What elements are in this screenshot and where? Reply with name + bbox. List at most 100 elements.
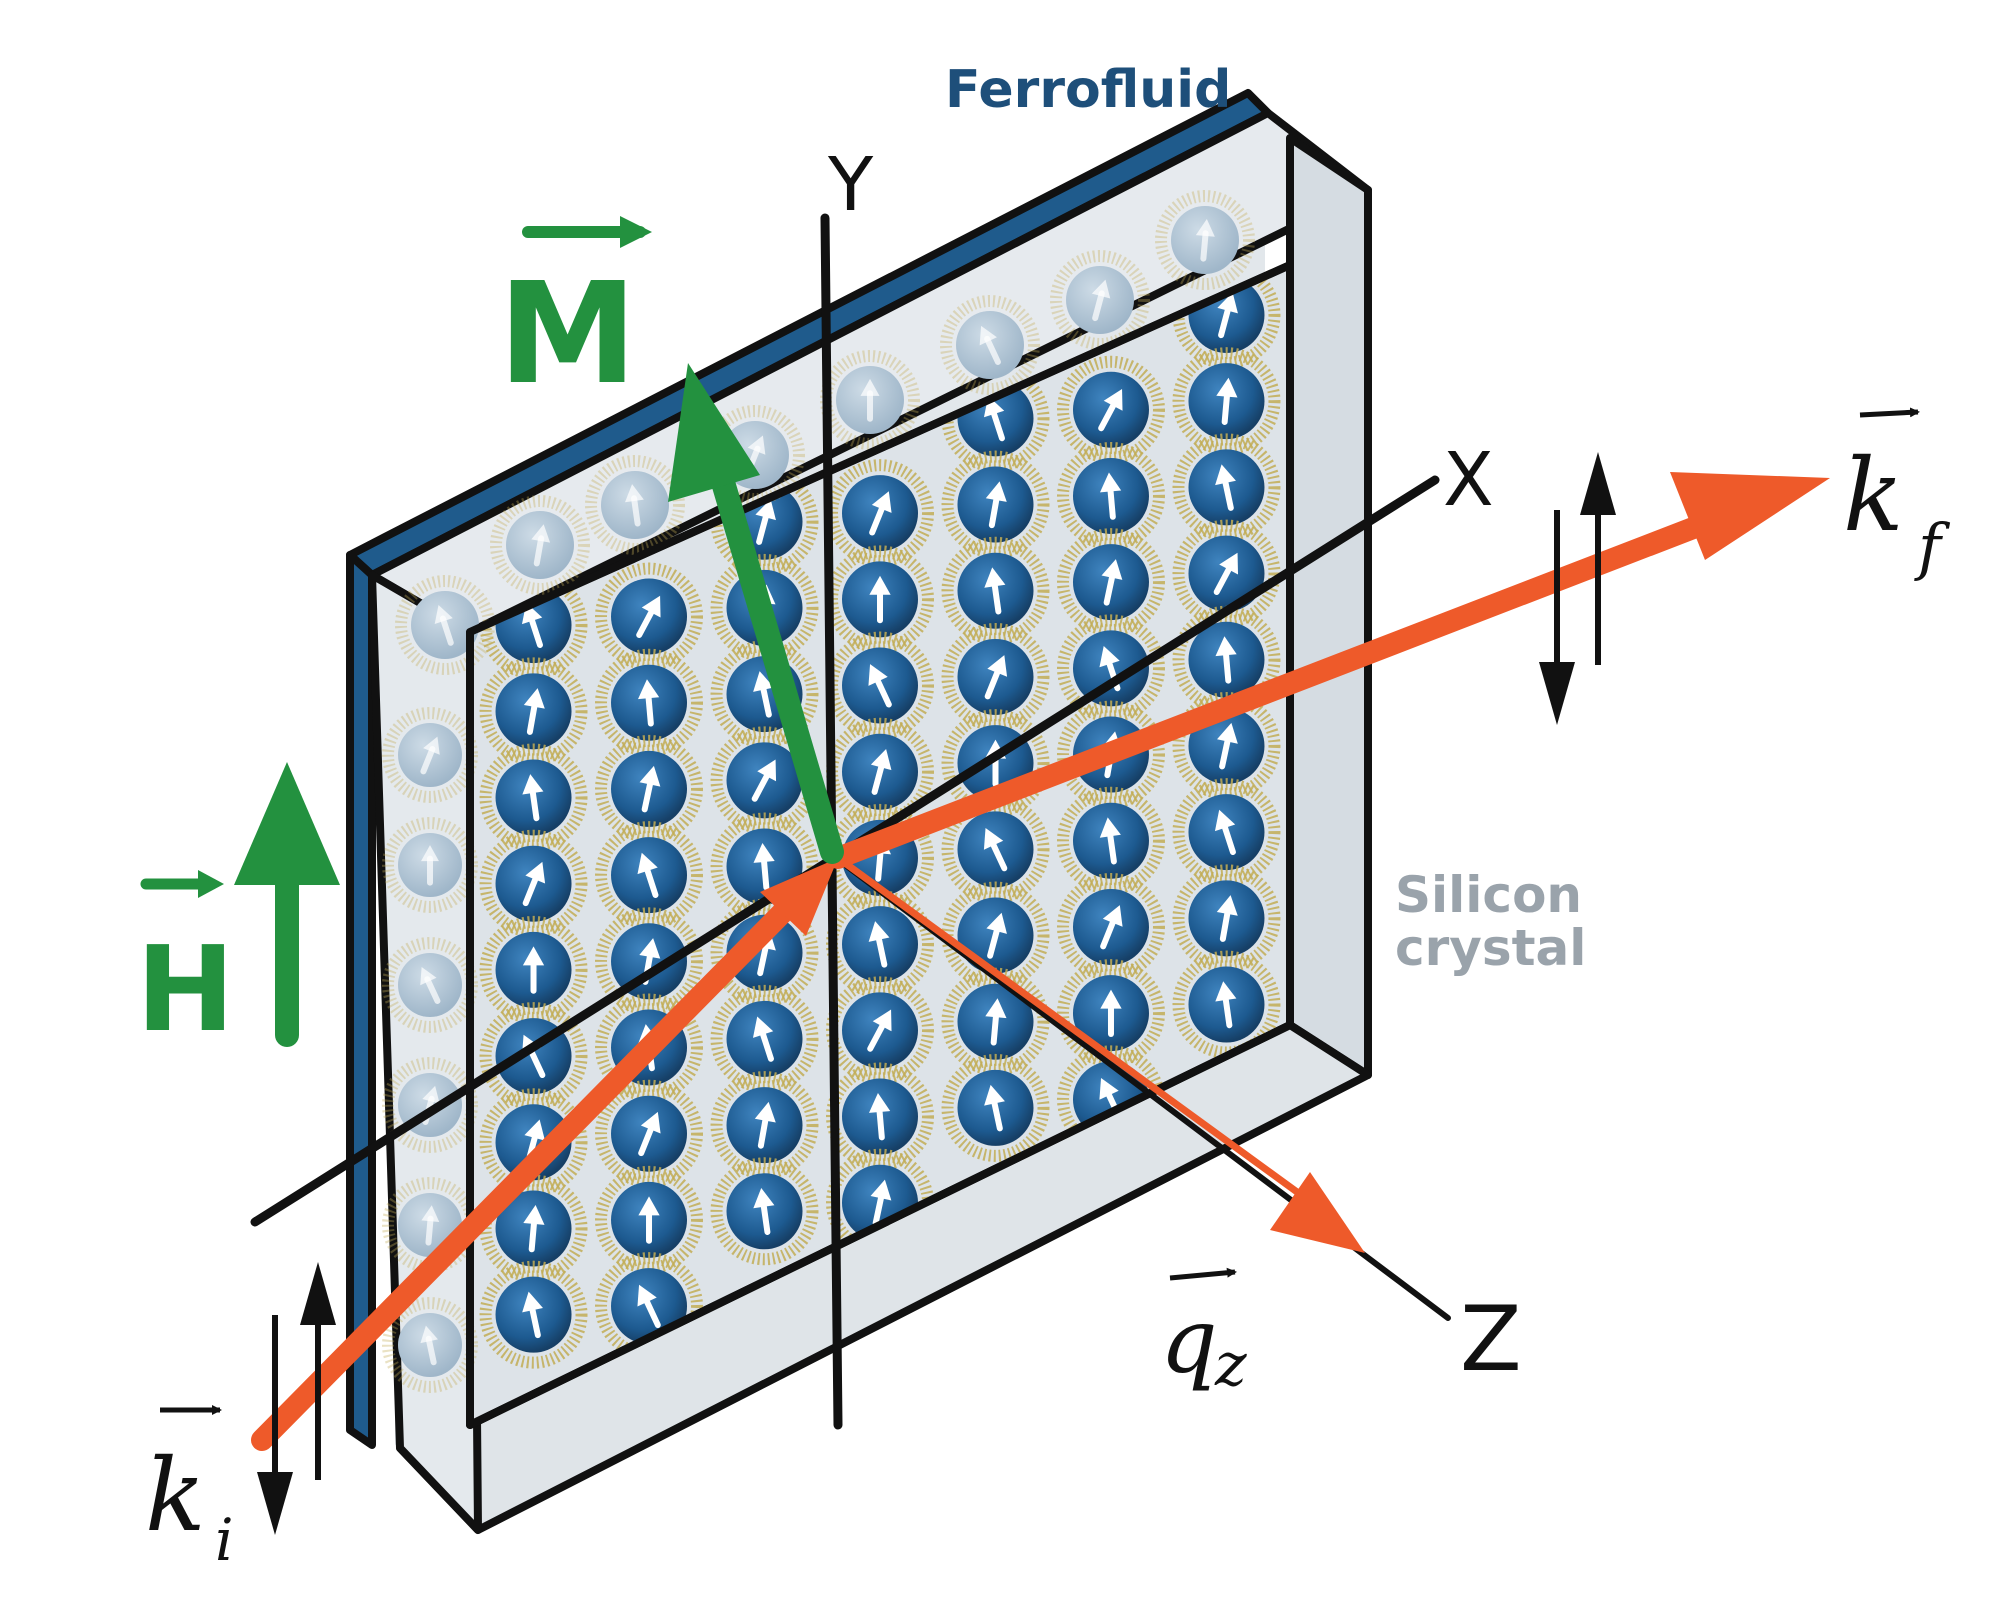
moment-arrow-icon bbox=[638, 679, 660, 727]
nanoparticle bbox=[1172, 864, 1281, 973]
moment-arrow-icon bbox=[985, 998, 1007, 1046]
nanoparticle bbox=[1172, 778, 1281, 887]
moment-arrow-icon bbox=[1216, 895, 1238, 942]
moment-arrow-icon bbox=[1101, 559, 1123, 606]
moment-arrow-icon bbox=[637, 1284, 661, 1329]
moment-arrow-icon bbox=[420, 736, 440, 775]
moment-arrow-icon bbox=[522, 1291, 543, 1339]
nanoparticle bbox=[1056, 441, 1165, 550]
moment-arrow-icon bbox=[1217, 722, 1238, 770]
nanoparticle bbox=[941, 622, 1050, 731]
moment-arrow-icon bbox=[636, 595, 661, 638]
silicon-label-line2: crystal bbox=[1395, 919, 1586, 977]
field-vector bbox=[234, 762, 340, 1047]
moment-arrow-icon bbox=[870, 1179, 892, 1227]
moment-arrow-icon bbox=[434, 604, 454, 646]
magnetization-vector bbox=[668, 363, 844, 864]
nanoparticle bbox=[1172, 519, 1281, 628]
moment-arrow-icon bbox=[522, 774, 544, 822]
moment-arrow-icon bbox=[984, 567, 1006, 615]
moment-arrow-icon bbox=[638, 1196, 660, 1244]
nanoparticle bbox=[479, 829, 588, 938]
nanoparticle bbox=[595, 1079, 704, 1188]
moment-arrow-icon bbox=[1100, 905, 1123, 950]
moment-arrow-icon bbox=[1099, 472, 1122, 520]
nanoparticle bbox=[1056, 786, 1165, 895]
silicon-label-line1: Silicon bbox=[1395, 866, 1582, 924]
nanoparticle-faded bbox=[1155, 190, 1255, 290]
moment-arrow-icon bbox=[752, 1016, 774, 1062]
nanoparticle bbox=[479, 1260, 588, 1369]
moment-arrow-icon bbox=[1215, 981, 1237, 1029]
moment-arrow-icon bbox=[1216, 377, 1238, 425]
spin-up-icon bbox=[1580, 452, 1616, 665]
nanoparticle bbox=[595, 1165, 704, 1274]
moment-arrow-icon bbox=[869, 575, 891, 624]
moment-arrow-icon bbox=[638, 1111, 661, 1157]
moment-arrow-icon bbox=[867, 1009, 892, 1052]
nanoparticle bbox=[595, 821, 704, 930]
axis-label-z: Z bbox=[1460, 1287, 1522, 1392]
nanoparticle bbox=[1056, 355, 1165, 464]
spin-up-icon bbox=[300, 1262, 336, 1480]
incident-beam-arrowhead bbox=[760, 858, 838, 936]
q-subscript: z bbox=[1214, 1330, 1247, 1400]
moment-arrow-icon bbox=[421, 845, 439, 886]
nanoparticle-faded bbox=[1050, 250, 1150, 350]
nanoparticle bbox=[710, 1071, 819, 1180]
moment-arrow-icon bbox=[984, 1084, 1005, 1132]
magnetization-label: M bbox=[498, 253, 637, 416]
nanoparticle bbox=[479, 657, 588, 766]
nanoparticle bbox=[826, 459, 934, 568]
k-incident-subscript: i bbox=[215, 1506, 234, 1574]
moment-arrow-icon bbox=[1098, 388, 1123, 432]
k-final-label: k bbox=[1843, 437, 1904, 554]
nanoparticle bbox=[479, 915, 588, 1024]
front-face-outline bbox=[466, 261, 1294, 1429]
nanoparticle bbox=[1172, 347, 1281, 456]
moment-arrow-icon bbox=[523, 688, 545, 735]
moment-arrow-icon bbox=[860, 378, 880, 422]
nanoparticle-faded bbox=[820, 350, 920, 450]
nanoparticle bbox=[941, 450, 1050, 559]
nanoparticle bbox=[710, 1157, 819, 1266]
moment-arrow-icon bbox=[751, 759, 777, 802]
moment-arrow-icon bbox=[1214, 809, 1236, 856]
nanoparticle bbox=[710, 984, 819, 1093]
moment-arrow-icon bbox=[753, 843, 775, 891]
moment-arrow-icon bbox=[870, 748, 892, 795]
moment-arrow-icon bbox=[531, 524, 551, 567]
nanoparticle bbox=[479, 1088, 588, 1197]
ferrofluid-layer bbox=[346, 89, 1272, 1449]
moment-arrow-icon bbox=[522, 861, 546, 907]
q-vector-mark bbox=[1169, 1267, 1237, 1281]
moment-arrow-icon bbox=[753, 1187, 775, 1236]
nanoparticle bbox=[1056, 528, 1165, 637]
nanoparticle bbox=[1172, 433, 1281, 542]
k-final-subscript: f bbox=[1914, 510, 1951, 583]
k-final-vector-mark bbox=[1859, 407, 1920, 418]
q-vector-arrowhead bbox=[1270, 1172, 1365, 1253]
moment-arrow-icon bbox=[637, 852, 659, 898]
moment-arrow-icon bbox=[986, 912, 1007, 959]
nanoparticle bbox=[595, 907, 704, 1016]
nanoparticle bbox=[941, 536, 1050, 645]
moment-arrow-icon bbox=[985, 481, 1007, 529]
neutron-beam bbox=[251, 472, 1830, 1451]
moment-arrow-icon bbox=[1195, 219, 1215, 262]
scattered-spin-arrows bbox=[1539, 452, 1616, 725]
scattered-beam-arrowhead bbox=[1670, 472, 1830, 560]
moment-arrow-icon bbox=[1091, 279, 1111, 322]
nanoparticle bbox=[1056, 872, 1165, 981]
nanoparticle bbox=[1056, 614, 1165, 723]
moment-arrow-icon bbox=[1215, 464, 1236, 511]
nanoparticle-faded bbox=[940, 295, 1040, 395]
moment-arrow-icon bbox=[625, 484, 644, 527]
moment-arrow-icon bbox=[869, 1093, 891, 1141]
scattered-beam bbox=[827, 497, 1756, 869]
moment-arrow-icon bbox=[420, 1325, 438, 1366]
moment-arrow-icon bbox=[869, 491, 892, 536]
nanoparticle bbox=[595, 562, 704, 671]
spin-down-icon bbox=[257, 1315, 293, 1535]
moment-arrow-icon bbox=[868, 664, 892, 708]
